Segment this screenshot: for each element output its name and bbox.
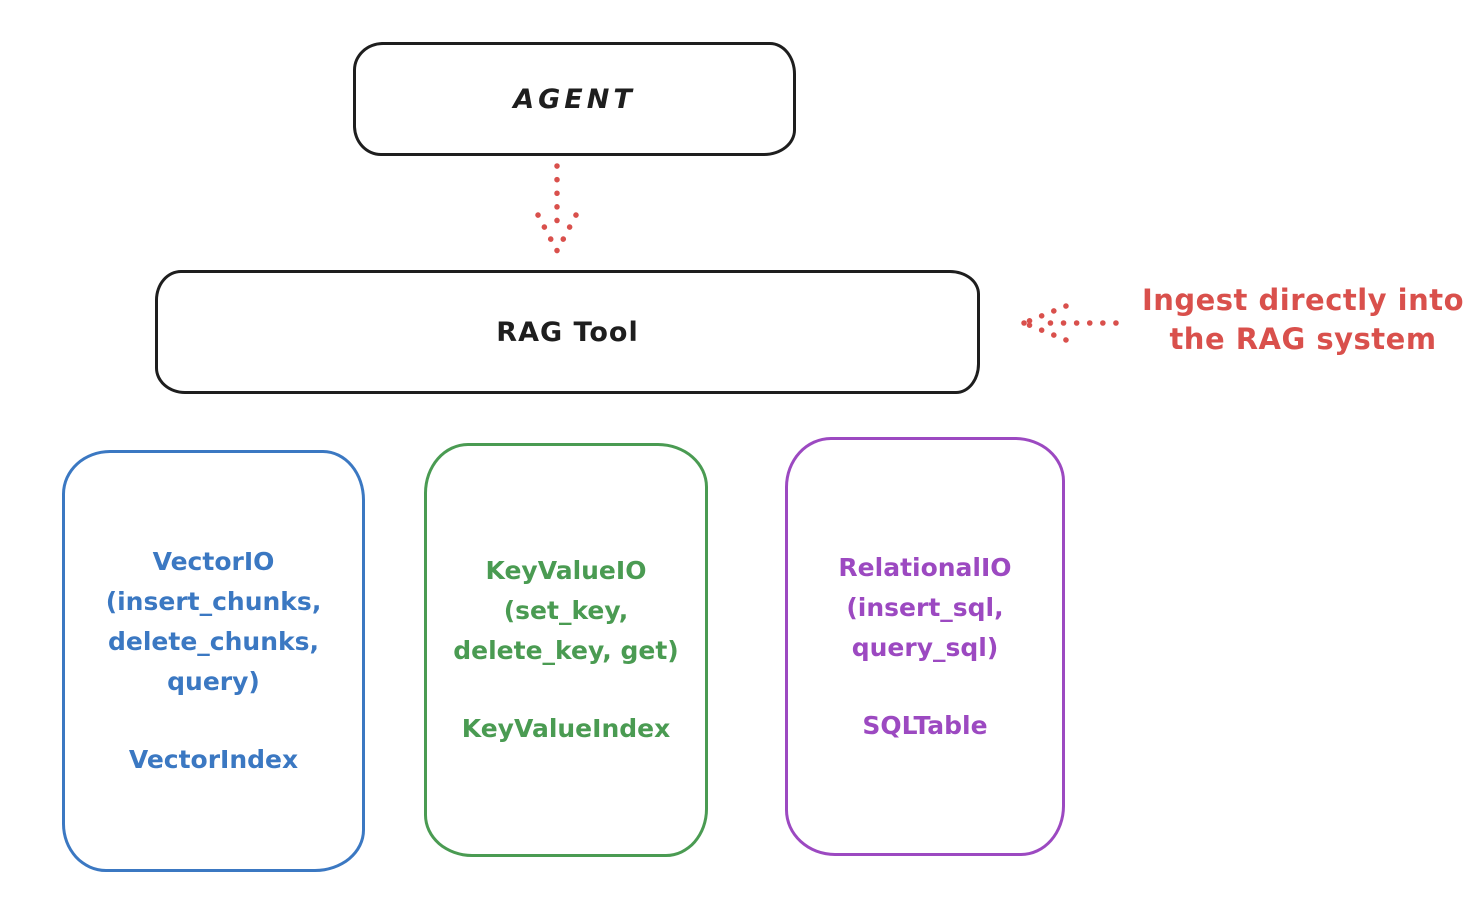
agent-label: AGENT [513, 83, 636, 115]
ingest-annotation-line2: the RAG system [1169, 322, 1437, 356]
card-line: (insert_sql, [846, 592, 1004, 622]
rag-tool-box: RAG Tool [155, 270, 980, 394]
agent-to-rag-arrow-icon [535, 163, 579, 254]
vector-io-card: VectorIO (insert_chunks, delete_chunks, … [62, 450, 365, 872]
relational-io-card: RelationalIO (insert_sql, query_sql) SQL… [785, 437, 1065, 856]
agent-box: AGENT [353, 42, 796, 156]
card-line: query_sql) [851, 632, 999, 662]
ingest-into-rag-arrow-icon [1021, 303, 1119, 343]
card-line: RelationalIO [838, 552, 1012, 582]
card-line: KeyValueIO [485, 556, 647, 585]
card-line: delete_key, get) [453, 636, 679, 665]
card-line: VectorIO [152, 547, 275, 576]
ingest-annotation: Ingest directly into the RAG system [1125, 281, 1481, 359]
key-value-index-label: KeyValueIndex [461, 714, 671, 743]
card-line: delete_chunks, [108, 627, 319, 656]
card-line: query) [167, 667, 260, 696]
card-line: (insert_chunks, [105, 587, 322, 616]
card-line: (set_key, [503, 596, 629, 625]
ingest-annotation-line1: Ingest directly into [1141, 283, 1465, 317]
sql-table-label: SQLTable [862, 710, 988, 740]
key-value-io-card: KeyValueIO (set_key, delete_key, get) Ke… [424, 443, 708, 857]
vector-index-label: VectorIndex [128, 745, 299, 774]
rag-tool-label: RAG Tool [496, 316, 639, 348]
